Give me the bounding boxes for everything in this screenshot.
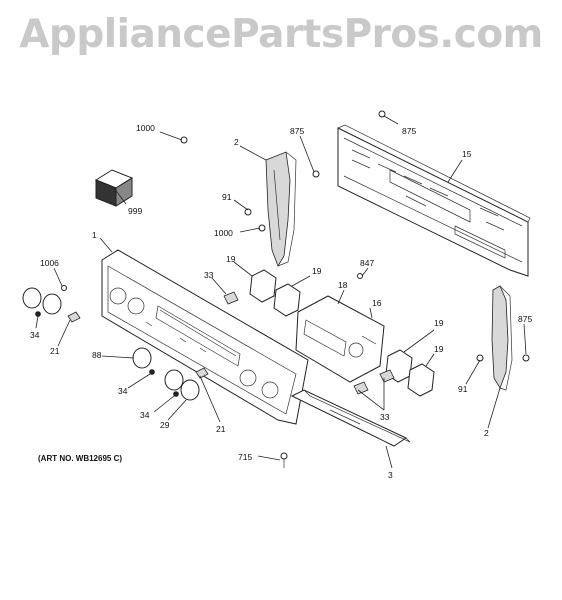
label-91b: 91: [458, 384, 468, 394]
control-panel: [101, 249, 309, 425]
label-1: 1: [92, 230, 97, 240]
label-18: 18: [338, 280, 348, 290]
label-21b: 21: [216, 424, 226, 434]
label-19b: 19: [312, 266, 322, 276]
label-1006: 1006: [40, 258, 59, 268]
parts-box: [94, 169, 134, 207]
label-999: 999: [128, 206, 142, 216]
control-knobs: [22, 287, 395, 401]
label-34c: 34: [140, 410, 150, 420]
label-1000a: 1000: [136, 123, 155, 133]
label-715: 715: [238, 452, 252, 462]
label-33b: 33: [380, 412, 390, 422]
watermark: AppliancePartsPros.com: [19, 12, 543, 57]
trim-bar: [290, 389, 411, 447]
label-21a: 21: [50, 346, 60, 356]
label-2b: 2: [484, 428, 489, 438]
right-end-cap: [491, 285, 513, 391]
rear-panel: [337, 124, 531, 277]
left-end-cap: [265, 151, 297, 267]
label-29: 29: [160, 420, 170, 430]
display-board: [295, 295, 385, 383]
label-16: 16: [372, 298, 382, 308]
label-875c: 875: [518, 314, 532, 324]
label-91a: 91: [222, 192, 232, 202]
label-33a: 33: [204, 270, 214, 280]
art-number: (ART NO. WB12695 C): [38, 454, 123, 463]
label-19c: 19: [434, 318, 444, 328]
label-1000b: 1000: [214, 228, 233, 238]
label-88: 88: [92, 350, 102, 360]
label-2a: 2: [234, 137, 239, 147]
label-847: 847: [360, 258, 374, 268]
label-3: 3: [388, 470, 393, 480]
label-34b: 34: [118, 386, 128, 396]
part-number-labels: 1000 999 2 875 875 15 91 1000 1 1006 33 …: [30, 123, 532, 480]
label-875b: 875: [402, 126, 416, 136]
leader-lines: [35, 115, 527, 469]
infinite-switches: [249, 269, 435, 397]
label-19a: 19: [226, 254, 236, 264]
label-34a: 34: [30, 330, 40, 340]
label-15: 15: [462, 149, 472, 159]
screws: [61, 110, 530, 468]
label-19d: 19: [434, 344, 444, 354]
label-875a: 875: [290, 126, 304, 136]
